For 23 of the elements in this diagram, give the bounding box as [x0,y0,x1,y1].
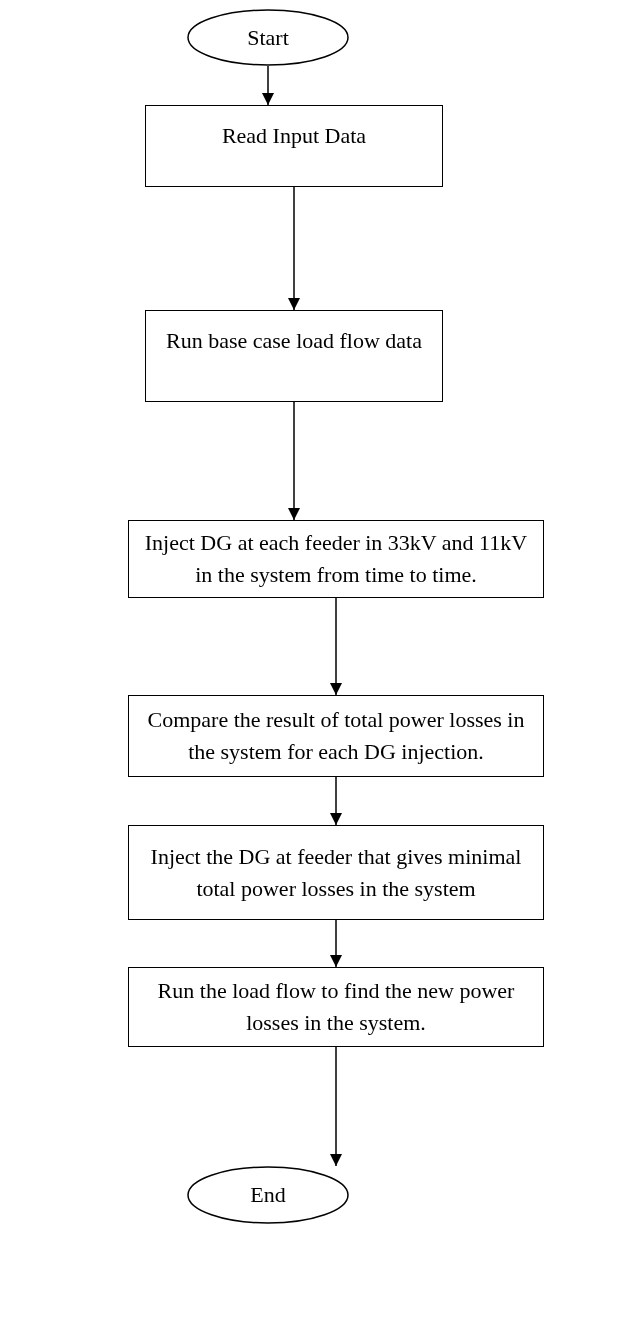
node-text: End [250,1181,286,1210]
node-text: Start [247,23,289,52]
node-text: Read Input Data [221,122,367,150]
arrow [262,65,274,106]
arrow [330,1046,342,1167]
process-box [145,105,443,187]
arrow [288,186,300,311]
process-box [128,520,544,598]
process-box [145,310,443,402]
process-box [128,825,544,920]
terminal-ellipse [187,1166,349,1224]
arrow [330,776,342,826]
node-text: Compare the result of total power losses in the system for each DG injection. [146,706,526,766]
node-text: Run base case load flow data [166,327,422,355]
arrow [288,401,300,521]
process-box [128,967,544,1047]
node-text: Inject DG at each feeder in 33kV and 11kV in the system from time to time. [143,529,529,589]
process-box [128,695,544,777]
node-text: Run the load flow to find the new power losses in the system. [156,977,516,1037]
arrow [330,919,342,968]
node-text: Inject the DG at feeder that gives minimal total power losses in the system [149,842,523,903]
terminal-ellipse [187,9,349,66]
arrow [330,597,342,696]
